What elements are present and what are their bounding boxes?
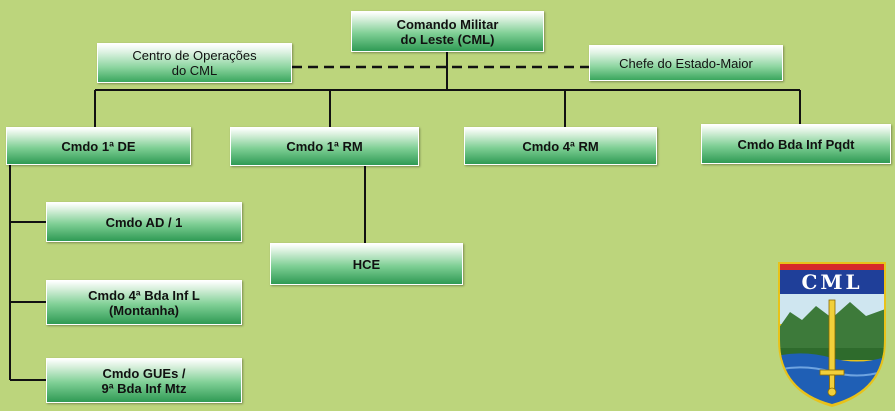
command-node-label: Cmdo 1ª DE xyxy=(61,138,136,154)
command-node-label: Cmdo 4ª RM xyxy=(522,138,599,154)
subunit-node-ad1: Cmdo AD / 1 xyxy=(46,202,242,242)
shield-top-band xyxy=(780,264,884,270)
subunit-node-label: Cmdo GUEs / 9ª Bda Inf Mtz xyxy=(101,365,187,396)
root-node-label: Comando Militar do Leste (CML) xyxy=(396,16,499,47)
sword-icon xyxy=(819,299,845,397)
staff-node-chief-label: Chefe do Estado-Maior xyxy=(619,55,753,71)
subunit-node-gues-9bda: Cmdo GUEs / 9ª Bda Inf Mtz xyxy=(46,358,242,403)
command-node-1rm: Cmdo 1ª RM xyxy=(230,127,419,166)
command-node-label: Cmdo 1ª RM xyxy=(286,139,363,154)
shield-title-text: CML xyxy=(801,270,862,294)
cml-shield-emblem: CML xyxy=(778,262,886,407)
subunit-node-4bda-inf-l: Cmdo 4ª Bda Inf L (Montanha) xyxy=(46,280,242,325)
shield-title-band xyxy=(780,270,884,294)
root-node-cml: Comando Militar do Leste (CML) xyxy=(351,11,544,52)
command-node-4rm: Cmdo 4ª RM xyxy=(464,127,657,165)
staff-node-chief-of-staff: Chefe do Estado-Maior xyxy=(589,45,783,81)
staff-node-operations-center: Centro de Operações do CML xyxy=(97,43,292,83)
command-node-1de: Cmdo 1ª DE xyxy=(6,127,191,165)
command-node-bda-inf-pqdt: Cmdo Bda Inf Pqdt xyxy=(701,124,891,164)
command-node-label: Cmdo Bda Inf Pqdt xyxy=(737,136,855,152)
staff-node-operations-label: Centro de Operações do CML xyxy=(132,48,257,78)
subunit-node-hce: HCE xyxy=(270,243,463,285)
subunit-node-label: Cmdo 4ª Bda Inf L (Montanha) xyxy=(88,287,200,318)
subunit-node-label: Cmdo AD / 1 xyxy=(105,214,183,230)
subunit-node-label: HCE xyxy=(352,256,381,272)
